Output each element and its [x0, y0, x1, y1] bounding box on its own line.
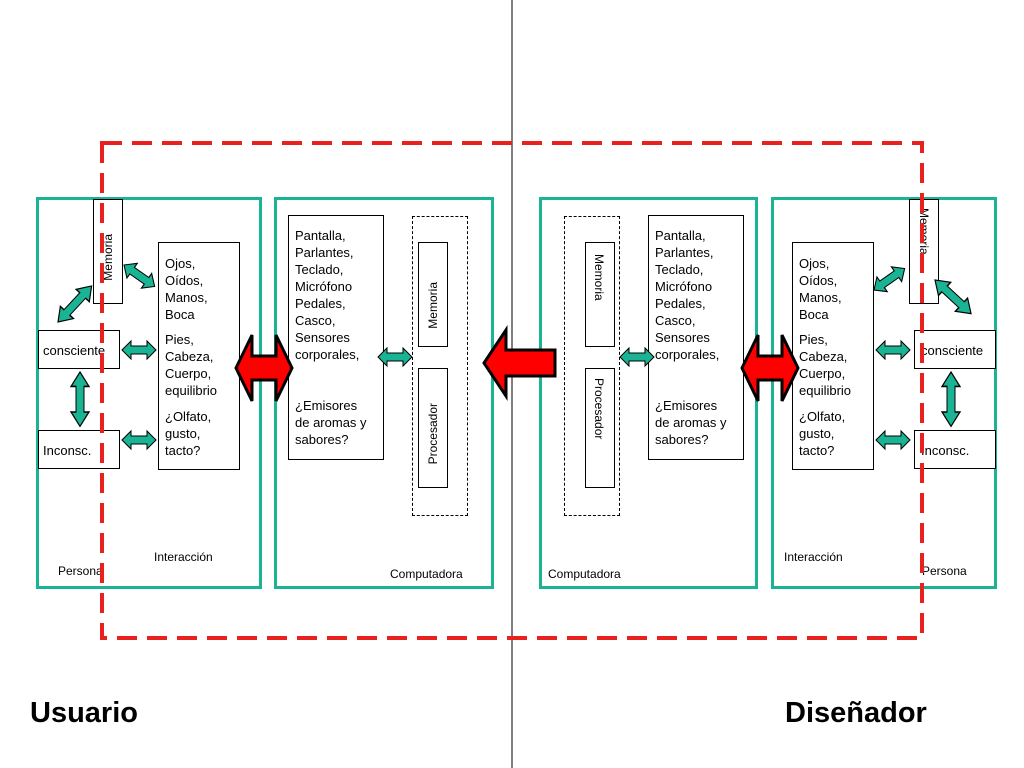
designer-senses-3: ¿Olfato, gusto, tacto?	[799, 409, 846, 458]
designer-comp-procesador-label: Procesador	[592, 378, 606, 440]
heading-disenador: Diseñador	[785, 697, 927, 729]
user-inconsciente-box: Inconsc.	[38, 430, 120, 469]
user-senses-3: ¿Olfato, gusto, tacto?	[165, 409, 212, 458]
user-consciente-label: consciente	[43, 343, 106, 358]
designer-devices-1: Pantalla, Parlantes, Teclado, Micrófono …	[655, 228, 720, 362]
user-senses-1: Ojos, Oídos, Manos, Boca	[165, 256, 208, 322]
designer-memoria-label: Memoria	[917, 208, 931, 255]
user-memoria-label: Memoria	[101, 234, 115, 281]
user-devices-1: Pantalla, Parlantes, Teclado, Micrófono …	[295, 228, 360, 362]
user-consciente-box: consciente	[38, 330, 120, 369]
user-persona-label: Persona	[58, 564, 103, 578]
designer-comp-memoria-label: Memoria	[592, 254, 606, 301]
user-senses-2: Pies, Cabeza, Cuerpo, equilibrio	[165, 332, 218, 398]
designer-consciente-label: consciente	[921, 343, 984, 358]
designer-senses-1: Ojos, Oídos, Manos, Boca	[799, 256, 842, 322]
designer-devices-2: ¿Emisores de aromas y sabores?	[655, 398, 727, 447]
user-computadora-label: Computadora	[390, 567, 463, 581]
designer-computadora-label: Computadora	[548, 567, 621, 581]
designer-inconsciente-box: Inconsc.	[914, 430, 996, 469]
designer-persona-label: Persona	[922, 564, 967, 578]
user-comp-memoria-label: Memoria	[426, 282, 440, 329]
user-devices-2: ¿Emisores de aromas y sabores?	[295, 398, 367, 447]
heading-usuario: Usuario	[30, 697, 138, 729]
user-inconsciente-label: Inconsc.	[43, 443, 92, 458]
user-interaccion-label: Interacción	[154, 550, 213, 564]
designer-senses-2: Pies, Cabeza, Cuerpo, equilibrio	[799, 332, 852, 398]
designer-interaccion-label: Interacción	[784, 550, 843, 564]
designer-inconsciente-label: Inconsc.	[921, 443, 970, 458]
user-comp-procesador-label: Procesador	[426, 403, 440, 465]
center-divider	[511, 0, 513, 768]
designer-consciente-box: consciente	[914, 330, 996, 369]
